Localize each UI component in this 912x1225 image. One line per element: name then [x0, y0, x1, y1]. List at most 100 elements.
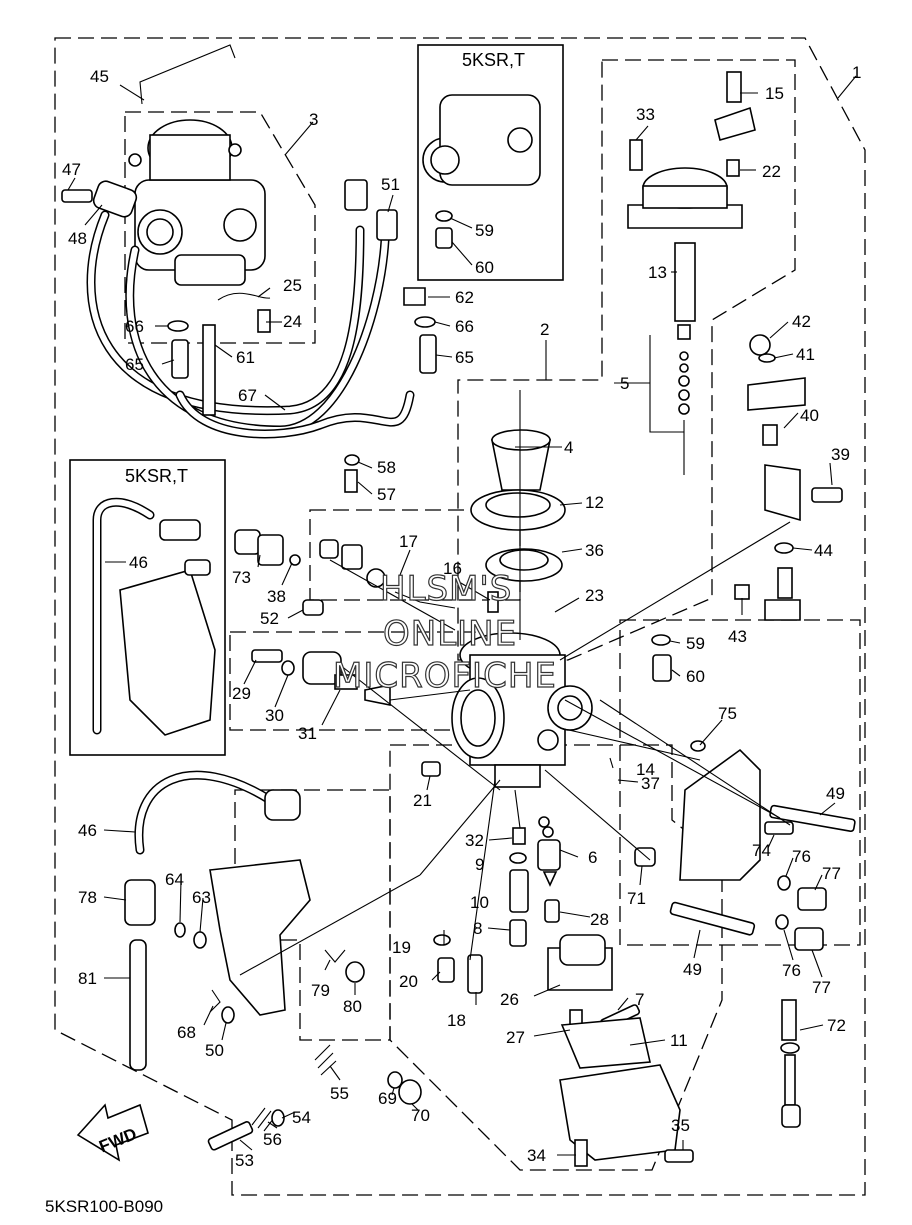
fwd-arrow: FWD	[76, 1103, 149, 1162]
callout-57: 57	[377, 485, 396, 504]
callout-58: 58	[377, 458, 396, 477]
dashed-region-29	[229, 631, 476, 731]
fitting-74-tube	[264, 789, 301, 821]
callout-44: 44	[814, 541, 833, 560]
collar-71	[634, 847, 656, 867]
callout-62: 62	[455, 288, 474, 307]
callout-25: 25	[283, 276, 302, 295]
callout-70: 70	[411, 1106, 430, 1125]
callout-numbers: 1 2 3 4 5 6 7 8 9 10 11 12 13 14 15 16 1…	[62, 63, 861, 1170]
callout-2: 2	[540, 320, 549, 339]
clip-79	[324, 949, 346, 963]
callout-11: 11	[670, 1031, 688, 1050]
callout-6: 6	[588, 848, 597, 867]
callout-67: 67	[238, 386, 257, 405]
callout-52: 52	[260, 609, 279, 628]
callout-14: 14	[636, 760, 655, 779]
clip-62	[403, 287, 426, 306]
callout-40: 40	[800, 406, 819, 425]
callout-64: 64	[165, 870, 184, 889]
nut-77-lower	[794, 927, 824, 951]
callout-78: 78	[78, 888, 97, 907]
callout-43: 43	[728, 627, 747, 646]
callout-66-right: 66	[455, 317, 474, 336]
callout-12: 12	[585, 493, 604, 512]
washer-58	[344, 454, 360, 466]
jet-stack	[421, 761, 561, 947]
callout-55: 55	[330, 1084, 349, 1103]
filter-78	[124, 879, 156, 926]
callout-34: 34	[527, 1146, 546, 1165]
alignment-lines	[239, 390, 791, 976]
oring-66-left	[167, 320, 189, 332]
watermark-line-1: HLSM'S	[380, 569, 512, 609]
nozzle-20	[437, 957, 455, 983]
callout-35: 35	[671, 1116, 690, 1135]
screw-33	[629, 139, 643, 171]
diaphragm-cover	[627, 167, 743, 229]
callout-59-inset: 59	[475, 221, 494, 240]
washer-64	[174, 922, 186, 938]
callout-36: 36	[585, 541, 604, 560]
lever-15	[714, 106, 756, 141]
callout-47: 47	[62, 160, 81, 179]
seal-36-inner	[499, 549, 549, 571]
bracket-5	[649, 335, 684, 433]
dashed-region-right	[619, 619, 861, 946]
callout-13: 13	[648, 263, 667, 282]
washer-50	[221, 1006, 235, 1024]
screw-34	[574, 1139, 588, 1167]
wire-25	[217, 292, 271, 301]
callout-48: 48	[68, 229, 87, 248]
callout-77-lower: 77	[812, 978, 831, 997]
callout-8: 8	[473, 919, 482, 938]
callout-45: 45	[90, 67, 109, 86]
watermark-line-3: MICROFICHE	[333, 656, 557, 696]
callout-80: 80	[343, 997, 362, 1016]
callout-41: 41	[796, 345, 815, 364]
float-26	[547, 934, 613, 991]
callout-38: 38	[267, 587, 286, 606]
callout-73: 73	[232, 568, 251, 587]
coupler-51	[344, 179, 398, 241]
callout-75: 75	[718, 704, 737, 723]
callout-15: 15	[765, 84, 784, 103]
tube-61	[202, 324, 216, 416]
bracket-48	[61, 180, 138, 218]
collar-22	[726, 159, 740, 177]
screw-18	[467, 954, 483, 994]
callout-54: 54	[292, 1108, 311, 1127]
callout-76-lower: 76	[782, 961, 801, 980]
inset-top-label: 5KSR,T	[462, 50, 525, 70]
callout-24: 24	[283, 312, 302, 331]
callout-22: 22	[762, 162, 781, 181]
clip-68	[209, 989, 221, 1013]
callout-50: 50	[205, 1041, 224, 1060]
washer-19	[433, 934, 451, 946]
callout-65-left: 65	[125, 355, 144, 374]
wire-harness-inner	[177, 392, 413, 437]
bolt-49-upper	[769, 804, 856, 833]
oring-66-right	[414, 316, 436, 328]
callout-69: 69	[378, 1089, 397, 1108]
nut-77-upper	[797, 887, 827, 911]
callout-46-inset: 46	[129, 553, 148, 572]
dashed-region-3	[124, 111, 316, 344]
callout-49-lower: 49	[683, 960, 702, 979]
bolt-49-lower	[669, 901, 756, 936]
main-carburetor-body	[451, 632, 593, 788]
choke-wire	[139, 44, 236, 105]
inset-top-carburetor	[422, 94, 541, 249]
dashed-region-2	[457, 59, 796, 661]
throttle-parts	[734, 334, 843, 621]
callout-27: 27	[506, 1028, 525, 1047]
callout-39: 39	[831, 445, 850, 464]
callout-68: 68	[177, 1023, 196, 1042]
callout-66-left: 66	[125, 317, 144, 336]
washer-76-lower	[775, 914, 789, 930]
bolt-53	[207, 1121, 254, 1151]
watermark-line-2: ONLINE	[383, 614, 517, 654]
callout-71: 71	[627, 889, 646, 908]
hose-46-inner	[135, 772, 273, 853]
callout-56: 56	[263, 1130, 282, 1149]
